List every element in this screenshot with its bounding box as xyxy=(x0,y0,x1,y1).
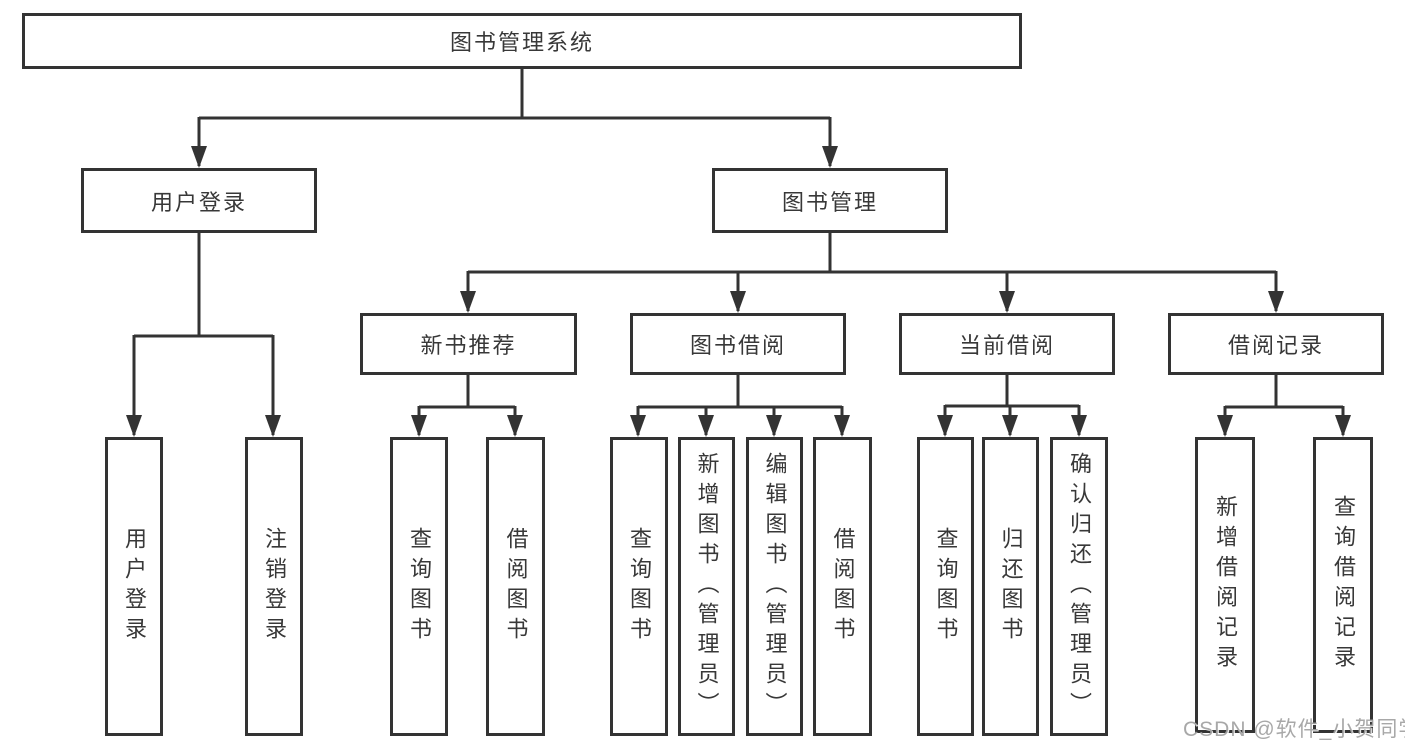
leaf-query-books-recommend: 查询图书 xyxy=(390,437,448,736)
leaf-add-books-admin: 新增图书（管理员） xyxy=(678,437,735,736)
node-user-login: 用户登录 xyxy=(81,168,317,233)
node-new-book-recommend: 新书推荐 xyxy=(360,313,577,375)
connector-user-login-to-leaves xyxy=(126,233,281,437)
node-label: 新增借阅记录 xyxy=(1213,495,1238,675)
leaf-query-books-borrowing: 查询图书 xyxy=(610,437,668,736)
node-label: 查询借阅记录 xyxy=(1331,495,1356,675)
node-label: 注销登录 xyxy=(262,526,287,647)
leaf-add-borrow-record: 新增借阅记录 xyxy=(1195,437,1255,733)
leaf-borrow-books: 借阅图书 xyxy=(813,437,872,736)
node-current-borrowing: 当前借阅 xyxy=(899,313,1115,375)
node-book-management: 图书管理 xyxy=(712,168,948,233)
node-label: 新书推荐 xyxy=(420,333,517,358)
connector-book-management-to-level3 xyxy=(460,233,1284,313)
node-book-borrowing: 图书借阅 xyxy=(630,313,846,375)
node-label: 用户登录 xyxy=(150,189,247,215)
leaf-confirm-return-admin: 确认归还（管理员） xyxy=(1050,437,1108,736)
node-label: 新增图书（管理员） xyxy=(694,451,720,722)
node-label: 图书借阅 xyxy=(689,333,786,358)
node-label: 确认归还（管理员） xyxy=(1067,451,1092,722)
node-label: 查询图书 xyxy=(407,526,432,647)
leaf-borrow-books-recommend: 借阅图书 xyxy=(486,437,545,736)
leaf-query-books-current: 查询图书 xyxy=(917,437,974,736)
node-label: 编辑图书（管理员） xyxy=(762,451,788,722)
node-library-management-system: 图书管理系统 xyxy=(22,13,1022,69)
csdn-watermark: CSDN @软件_小贺同学 xyxy=(1183,718,1405,741)
node-label: 借阅图书 xyxy=(830,526,856,647)
connector-new-book-recommend-to-leaves xyxy=(411,375,523,437)
node-label: 归还图书 xyxy=(998,526,1024,647)
node-label: 查询图书 xyxy=(627,526,652,647)
connector-borrowing-records-to-leaves xyxy=(1217,375,1351,437)
leaf-logout-login: 注销登录 xyxy=(245,437,303,736)
leaf-query-borrow-record: 查询借阅记录 xyxy=(1313,437,1373,733)
leaf-return-books: 归还图书 xyxy=(982,437,1039,736)
node-label: 查询图书 xyxy=(933,526,959,647)
node-label: 借阅图书 xyxy=(503,526,529,647)
leaf-user-login: 用户登录 xyxy=(105,437,163,736)
node-label: 图书管理 xyxy=(781,189,878,215)
leaf-edit-books-admin: 编辑图书（管理员） xyxy=(746,437,803,736)
node-label: 当前借阅 xyxy=(958,333,1055,358)
node-borrowing-records: 借阅记录 xyxy=(1168,313,1384,375)
node-label: 用户登录 xyxy=(122,526,147,647)
connector-current-borrowing-to-leaves xyxy=(937,375,1087,437)
node-label: 图书管理系统 xyxy=(449,30,594,55)
connector-book-borrowing-to-leaves xyxy=(630,375,850,437)
node-label: 借阅记录 xyxy=(1227,333,1324,358)
connector-root-to-level2 xyxy=(191,69,838,168)
